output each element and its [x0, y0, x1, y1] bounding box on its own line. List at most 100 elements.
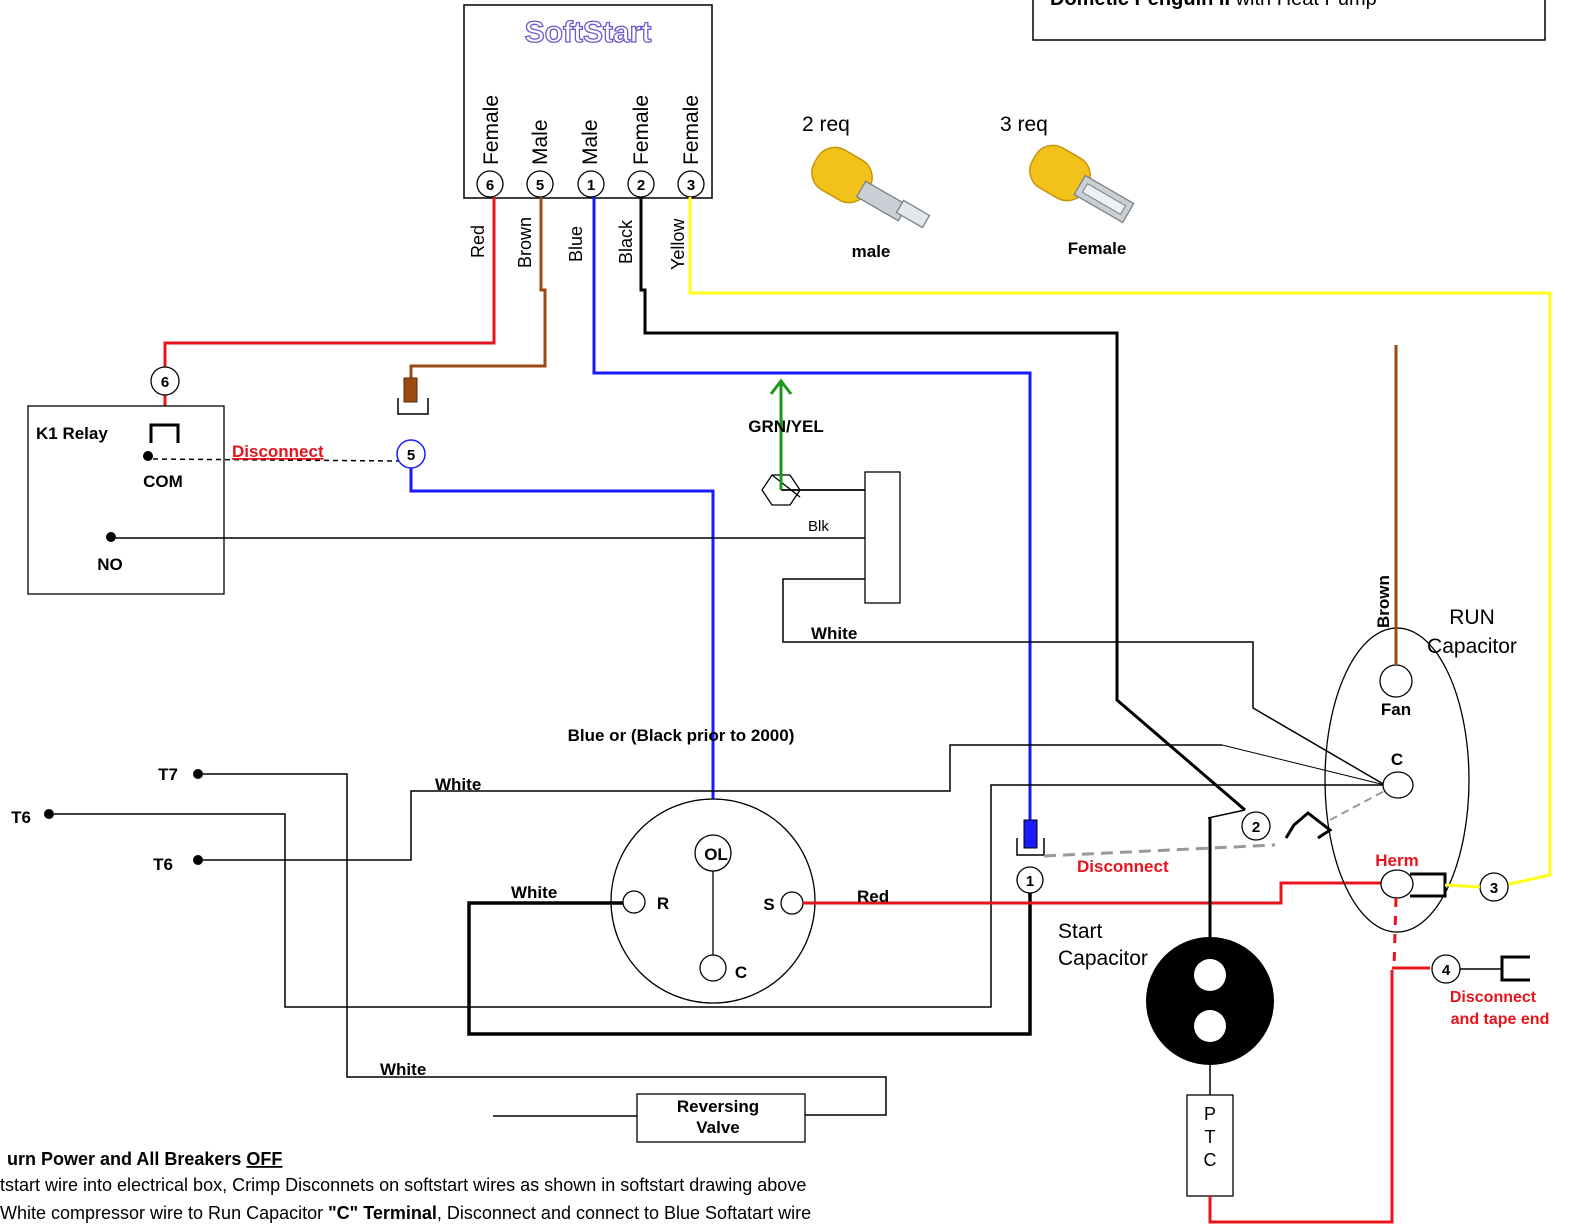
reversing-valve — [636, 1093, 806, 1143]
softstart-col6-gender: Female — [480, 95, 503, 165]
blue-spade-connector — [1023, 819, 1038, 849]
svg-text:5: 5 — [536, 177, 544, 194]
softstart-terminal-2: 2 — [627, 170, 655, 198]
ground-arrow-icon — [769, 378, 793, 395]
ptc-device: P T C — [1186, 1094, 1234, 1197]
t6-lower-wire — [203, 744, 1222, 861]
wire-label-yellow: Yellow — [668, 218, 688, 270]
softstart-terminal-6: 6 — [476, 170, 504, 198]
male-connector-label: male — [852, 242, 891, 261]
white-label-t6: White — [435, 775, 481, 794]
svg-text:White compressor wire to Run C: White compressor wire to Run Capacitor "… — [0, 1203, 811, 1223]
female-connector-qty: 3 req — [1000, 113, 1048, 136]
black-wire-softstart — [639, 197, 1246, 812]
terminal-4-spade-icon — [1500, 955, 1530, 982]
white-label-reversing: White — [380, 1060, 426, 1079]
start-capacitor-label-1: Start — [1058, 920, 1103, 943]
female-connector: 3 req Female — [1000, 113, 1135, 258]
compressor: OL C R S — [610, 798, 816, 1004]
instructions-line-1: tstart wire into electrical box, Crimp D… — [0, 1175, 806, 1195]
softstart-unit: SoftStart Female Male Male Female Female… — [463, 4, 713, 199]
wire-label-blue: Blue — [566, 226, 586, 262]
disconnect-tape-label-1: Disconnect — [1450, 989, 1537, 1006]
disconnect-tape-label-2: and tape end — [1451, 1011, 1550, 1028]
relay-com-label: COM — [143, 472, 183, 491]
female-connector-icon — [1029, 144, 1135, 224]
svg-text:T: T — [1205, 1127, 1216, 1147]
instructions-heading-off: OFF — [246, 1149, 282, 1169]
male-connector-qty: 2 req — [802, 113, 850, 136]
run-cap-fan-label: Fan — [1381, 700, 1411, 719]
red-wire-softstart — [163, 197, 496, 368]
terminal-1: 1 — [1016, 866, 1044, 894]
male-connector-icon — [811, 146, 931, 229]
svg-text:6: 6 — [161, 374, 169, 391]
reversing-valve-label-1: Reversing — [677, 1097, 759, 1116]
brown-spade-connector — [403, 377, 418, 403]
instructions-line-2c: , Disconnect and connect to Blue Softata… — [437, 1203, 811, 1223]
white-label-block: White — [811, 624, 857, 643]
wire-label-brown: Brown — [515, 217, 535, 268]
compressor-c-label: C — [735, 963, 747, 982]
male-connector: 2 req male — [802, 113, 931, 261]
start-capacitor — [1146, 937, 1274, 1065]
svg-text:urn Power and All Breakers OFF: urn Power and All Breakers OFF — [7, 1149, 282, 1169]
svg-text:5: 5 — [407, 447, 415, 464]
softstart-col5-gender: Male — [529, 119, 552, 165]
softstart-terminal-3: 3 — [677, 170, 705, 198]
model-name: Dometic Penguin II — [1050, 0, 1230, 10]
white-wire-block-to-c — [782, 578, 1386, 786]
run-cap-c-label: C — [1391, 750, 1403, 769]
instructions-line-2b: "C" Terminal — [328, 1203, 437, 1223]
reversing-valve-label-2: Valve — [696, 1118, 740, 1137]
brown-fan-label: Brown — [1374, 575, 1393, 628]
blue-wire-softstart — [592, 197, 1032, 820]
terminal-2: 2 — [1241, 811, 1271, 841]
relay-no-label: NO — [97, 555, 123, 574]
k1-relay: K1 Relay COM NO — [27, 405, 225, 595]
t6-lower-label: T6 — [153, 855, 173, 874]
softstart-col2-gender: Female — [630, 95, 653, 165]
blue-or-black-label: Blue or (Black prior to 2000) — [568, 726, 795, 745]
svg-text:P: P — [1204, 1104, 1216, 1124]
run-capacitor-label-2: Capacitor — [1427, 635, 1517, 658]
herm-red-dashed — [1392, 897, 1398, 969]
white-label-r: White — [511, 883, 557, 902]
blk-label: Blk — [808, 518, 829, 535]
softstart-terminal-5: 5 — [526, 170, 554, 198]
female-connector-label: Female — [1068, 239, 1127, 258]
herm-spade-icon — [1410, 872, 1447, 898]
svg-text:4: 4 — [1442, 962, 1451, 979]
brown-wire-softstart — [409, 197, 547, 378]
red-wire-ptc — [1208, 970, 1394, 1224]
instructions: urn Power and All Breakers OFF tstart wi… — [0, 1149, 811, 1223]
svg-text:Dometic Penguin II with Heat P: Dometic Penguin II with Heat Pump — [1050, 0, 1377, 10]
svg-text:2: 2 — [637, 177, 645, 194]
run-cap-disconnect-label: Disconnect — [1077, 857, 1169, 876]
svg-text:3: 3 — [1490, 880, 1498, 897]
compressor-r-label: R — [657, 894, 669, 913]
wire-label-black: Black — [616, 219, 636, 264]
instructions-heading: urn Power and All Breakers — [7, 1149, 246, 1169]
instructions-line-2a: White compressor wire to Run Capacitor — [0, 1203, 328, 1223]
run-capacitor: Fan C Herm — [1324, 627, 1470, 933]
t7-wire — [203, 773, 887, 1116]
softstart-col1-gender: Male — [579, 119, 602, 165]
softstart-col3-gender: Female — [680, 95, 703, 165]
terminal-4: 4 — [1431, 954, 1461, 984]
terminal-block — [864, 471, 901, 604]
start-capacitor-label-2: Capacitor — [1058, 947, 1148, 970]
compressor-ol-label: OL — [704, 845, 728, 864]
terminal-2-spade-icon — [1284, 811, 1333, 840]
run-cap-disconnect-line — [1043, 843, 1276, 858]
blue-wire-to-ol — [409, 468, 715, 823]
t6-upper-wire — [54, 784, 1385, 1008]
white-wire-r-terminal — [467, 893, 1032, 1036]
yellow-wire-softstart — [688, 197, 1552, 887]
run-capacitor-label-1: RUN — [1449, 606, 1495, 629]
t7-label: T7 — [158, 765, 178, 784]
wire-label-red: Red — [468, 225, 488, 258]
red-wire-s-to-herm — [803, 881, 1385, 905]
svg-text:2: 2 — [1252, 819, 1260, 836]
